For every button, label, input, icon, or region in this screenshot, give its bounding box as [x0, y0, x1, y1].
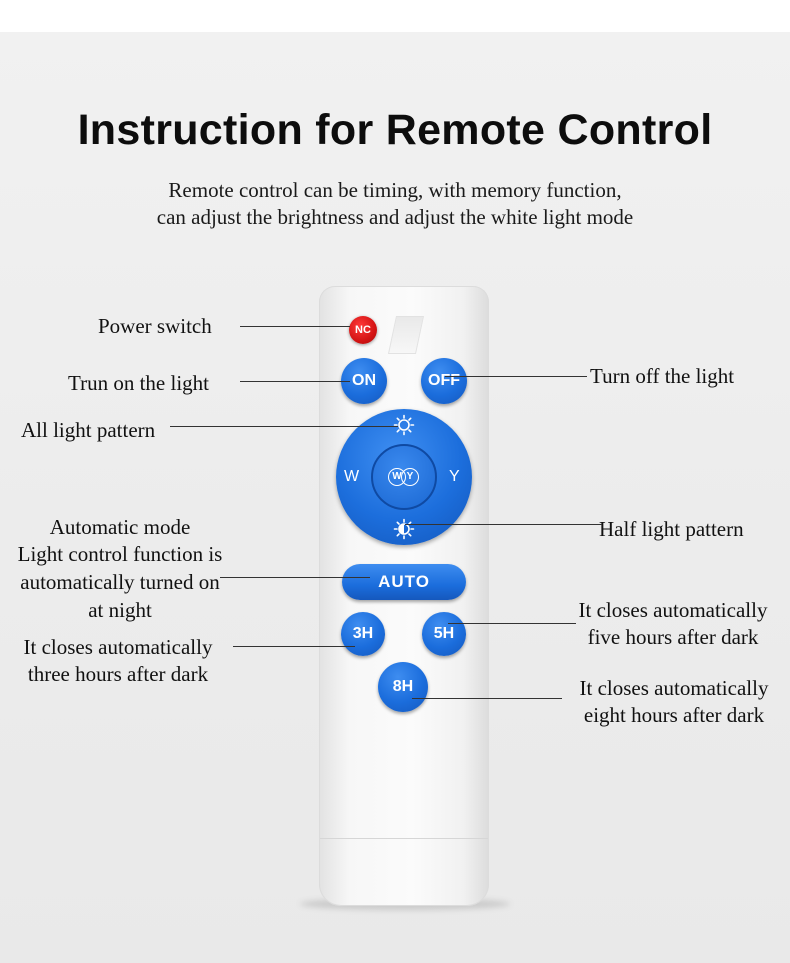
leader-3h: [233, 646, 355, 647]
sun-full-icon[interactable]: [393, 414, 415, 436]
label-8h-line-1: It closes automatically: [579, 676, 769, 700]
timer-3h-button[interactable]: 3H: [341, 612, 385, 656]
label-8h-line-2: eight hours after dark: [583, 703, 765, 727]
label-auto-line-1: Automatic mode: [49, 515, 191, 539]
label-auto-line-4: at night: [88, 598, 152, 622]
auto-button[interactable]: AUTO: [342, 564, 466, 600]
label-auto-line-3: automatically turned on: [20, 570, 220, 594]
label-3h-line-2: three hours after dark: [27, 662, 209, 686]
leader-all-light: [170, 426, 398, 427]
leader-turn-on: [240, 381, 350, 382]
leader-8h: [412, 698, 562, 699]
dial-y-button[interactable]: Y: [449, 468, 460, 485]
leader-half-light: [405, 524, 602, 525]
label-turn-on: Trun on the light: [68, 371, 209, 395]
label-5h-line-2: five hours after dark: [587, 625, 759, 649]
label-3h-line-1: It closes automatically: [23, 635, 213, 659]
leader-power-switch: [240, 326, 350, 327]
stage: Instruction for Remote Control Remote co…: [0, 32, 790, 963]
dial-w-button[interactable]: W: [344, 468, 360, 485]
timer-5h-button[interactable]: 5H: [422, 612, 466, 656]
label-half-light: Half light pattern: [599, 517, 744, 541]
timer-8h-button[interactable]: 8H: [378, 662, 428, 712]
off-button[interactable]: OFF: [421, 358, 467, 404]
label-power-switch: Power switch: [98, 314, 212, 338]
subtitle-line-2: can adjust the brightness and adjust the…: [156, 205, 634, 229]
center-y-ring: Y: [401, 468, 419, 486]
leader-turn-off: [445, 376, 587, 377]
label-5h-line-1: It closes automatically: [578, 598, 768, 622]
page-title: Instruction for Remote Control: [77, 106, 713, 154]
label-all-light: All light pattern: [21, 418, 156, 442]
label-auto-line-2: Light control function is: [17, 542, 223, 566]
sun-half-icon[interactable]: [393, 518, 415, 540]
remote-seam: [320, 838, 488, 839]
subtitle-line-1: Remote control can be timing, with memor…: [168, 178, 622, 202]
leader-auto: [220, 577, 370, 578]
label-turn-off: Turn off the light: [590, 364, 735, 388]
leader-5h: [448, 623, 576, 624]
power-button[interactable]: NC: [349, 316, 377, 344]
